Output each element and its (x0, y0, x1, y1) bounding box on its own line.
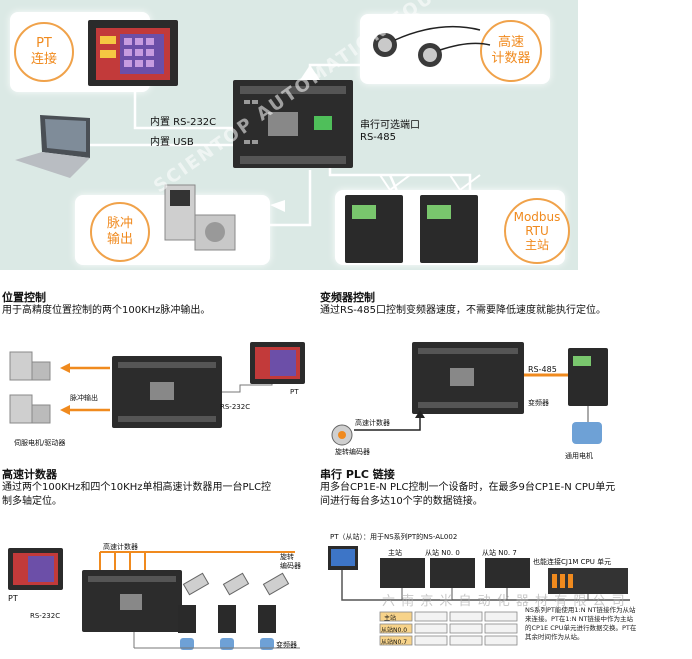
usb-label: 内置 USB (150, 137, 194, 148)
rs485-label: RS-485 (528, 365, 557, 374)
master-label: 主站 (388, 549, 402, 557)
pt-label-3: PT (8, 594, 18, 603)
serial-plc-link-diagram (328, 546, 630, 646)
position-control-diagram (9, 342, 305, 428)
inverter-control-desc: 通过RS-485口控制变频器速度，不需要降低速度就能执行定位。 (320, 305, 606, 316)
pulse-output-bubble: 脉冲输出 (90, 202, 150, 262)
encoder-label: 旋转编码器 (335, 448, 370, 456)
high-speed-counter-title: 高速计数器 (2, 468, 57, 481)
high-speed-counter-desc: 通过两个100KHz和四个10KHz单相高速计数器用一台PLC控 制多轴定位。 (2, 482, 272, 507)
table-n0-label: 从站N0.0 (381, 627, 408, 634)
motor-label: 通用电机 (565, 452, 593, 460)
slave7-label: 从站 N0. 7 (482, 549, 517, 557)
high-speed-counter-diagram (8, 548, 300, 650)
pulse-output-label: 脉冲输出 (70, 394, 98, 402)
pt-label-2: PT (290, 388, 299, 396)
serial-plc-link-title: 串行 PLC 链接 (320, 468, 395, 481)
rs232-label-3: RS-232C (30, 612, 61, 620)
counter-label-2: 高速计数器 (103, 543, 138, 551)
table-n7-label: 从站N0.7 (381, 639, 408, 646)
table-master-label: 主站 (384, 615, 397, 622)
inverter-label-2: 变频器 (276, 641, 297, 649)
footer-watermark: 六 南 京 米 自 动 化 器 材 有 限 公 司 (382, 594, 626, 609)
rs232-label: 内置 RS-232C (150, 117, 217, 128)
slave0-label: 从站 N0. 0 (425, 549, 460, 557)
counter-label: 高速计数器 (355, 419, 390, 427)
inverter-label: 变频器 (528, 399, 549, 407)
inverter-control-title: 变频器控制 (320, 291, 375, 304)
pt-slave-label: PT（从站）：用于NS系列PT的NS-AL002 (330, 533, 458, 541)
serial-plc-link-desc: 用多台CP1E-N PLC控制一个设备时，在最多9台CP1E-N CPU单元 间… (320, 482, 616, 507)
inverter-control-diagram (331, 342, 608, 446)
rs232-label-2: RS-232C (220, 403, 251, 411)
position-control-title: 位置控制 (2, 291, 46, 304)
link-note: NS系列PT能使用1:N NT链接作为从站 来连接。PT在1:N NT链接中作为… (525, 606, 637, 641)
encoder-label-2: 旋转 编码器 (280, 553, 301, 570)
hero-connections (15, 20, 491, 263)
position-control-desc: 用于高精度位置控制的两个100KHz脉冲输出。 (2, 305, 211, 316)
high-speed-counter-bubble: 高速计数器 (480, 20, 542, 82)
servo-label: 伺服电机/驱动器 (14, 439, 66, 447)
serial-port-label: 串行可选端口 RS-485 (360, 120, 420, 143)
cj1m-label: 也能连接CJ1M CPU 单元 (533, 558, 612, 566)
